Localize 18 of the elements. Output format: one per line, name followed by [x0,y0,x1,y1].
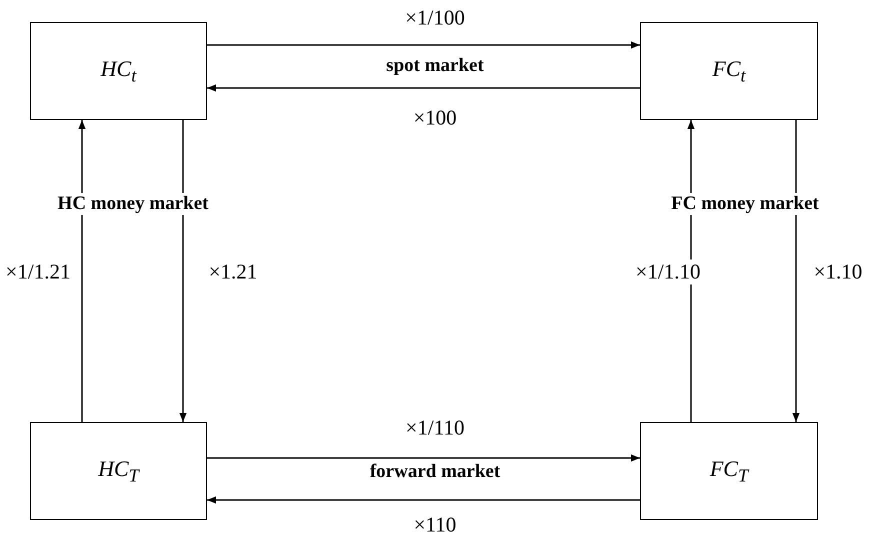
arrow [207,41,640,49]
process-box [30,22,207,120]
node-label: HC$_{T}$ [98,456,139,486]
node-label: HC$_{t}$ [100,56,136,86]
arrow [179,120,187,422]
market-label: FC money market [669,193,821,215]
arrow [207,454,640,462]
node-label: FC$_{T}$ [710,456,748,486]
process-box [30,422,207,520]
market-label: spot market [384,55,486,77]
arrow [78,120,86,422]
arrow [207,84,640,92]
arrow [207,496,640,504]
process-box [640,422,818,520]
process-box [640,22,818,120]
market-label: HC money market [56,193,210,215]
arrow [792,120,800,422]
node-label: FC$_{t}$ [712,56,746,86]
